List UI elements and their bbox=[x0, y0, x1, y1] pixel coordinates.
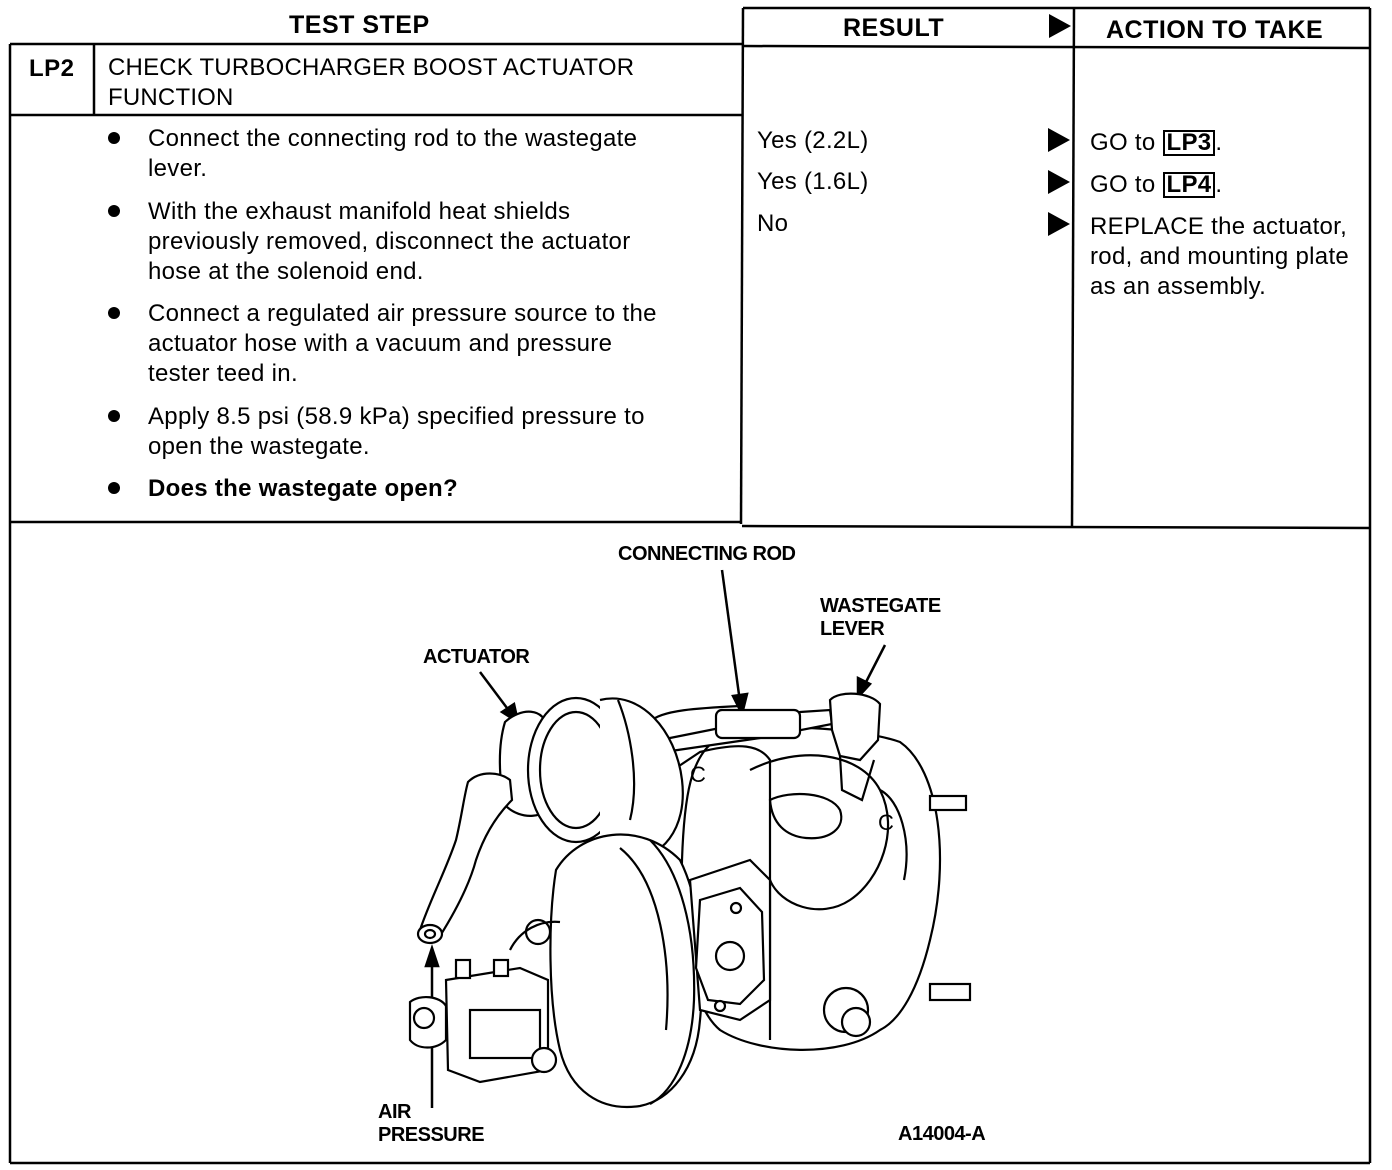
result-no: No bbox=[757, 210, 789, 237]
result-yes-22: Yes (2.2L) bbox=[757, 127, 869, 154]
step-title: CHECK TURBOCHARGER BOOST ACTUATOR FUNCTI… bbox=[108, 53, 634, 113]
arrow-icon bbox=[1048, 170, 1070, 194]
label-actuator: ACTUATOR bbox=[423, 646, 530, 668]
lp3-reference[interactable]: LP3 bbox=[1162, 130, 1216, 156]
actuator bbox=[498, 696, 684, 860]
bullet-text-2: With the exhaust manifold heat shields p… bbox=[148, 198, 631, 285]
lp4-reference[interactable]: LP4 bbox=[1162, 172, 1216, 198]
bullet-text-5: Does the wastegate open? bbox=[148, 475, 458, 502]
bullet-text-1: Connect the connecting rod to the wasteg… bbox=[148, 125, 638, 182]
solenoid bbox=[408, 918, 561, 1084]
svg-text:C: C bbox=[878, 810, 894, 835]
step-title-line1: CHECK TURBOCHARGER BOOST ACTUATOR bbox=[108, 54, 635, 81]
step-id: LP2 bbox=[29, 55, 75, 82]
bullet-text-3: Connect a regulated air pressure source … bbox=[148, 300, 657, 387]
figure-id: A14004-A bbox=[898, 1123, 986, 1145]
action-replace: REPLACE the actuator, rod, and mounting … bbox=[1090, 213, 1350, 300]
bullet-icon bbox=[108, 205, 120, 217]
actuator-hose bbox=[416, 772, 514, 945]
header-action: ACTION TO TAKE bbox=[1106, 16, 1324, 44]
bullet-icon bbox=[108, 482, 120, 494]
arrow-icon bbox=[1048, 212, 1070, 236]
header-result: RESULT bbox=[843, 14, 945, 42]
label-wastegate-lever: WASTEGATE LEVER bbox=[820, 595, 941, 640]
action-go-lp4: GO to LP4. bbox=[1090, 171, 1223, 198]
label-air-pressure: AIR PRESSURE bbox=[378, 1101, 485, 1146]
action-go-lp3: GO to LP3. bbox=[1090, 129, 1223, 156]
step-title-line2: FUNCTION bbox=[108, 84, 234, 111]
arrow-icon bbox=[1048, 128, 1070, 152]
label-connecting-rod: CONNECTING ROD bbox=[618, 543, 796, 565]
leader-arrows bbox=[424, 569, 887, 1108]
svg-text:C: C bbox=[690, 762, 706, 787]
header-test-step: TEST STEP bbox=[289, 11, 430, 39]
bullet-icon bbox=[108, 307, 120, 319]
bullet-icon bbox=[108, 410, 120, 422]
header-arrow-icon bbox=[1049, 14, 1071, 38]
compressor-housing bbox=[549, 833, 772, 1109]
bullet-icon bbox=[108, 132, 120, 144]
result-yes-16: Yes (1.6L) bbox=[757, 168, 869, 195]
bullet-text-4: Apply 8.5 psi (58.9 kPa) specified press… bbox=[148, 403, 645, 460]
